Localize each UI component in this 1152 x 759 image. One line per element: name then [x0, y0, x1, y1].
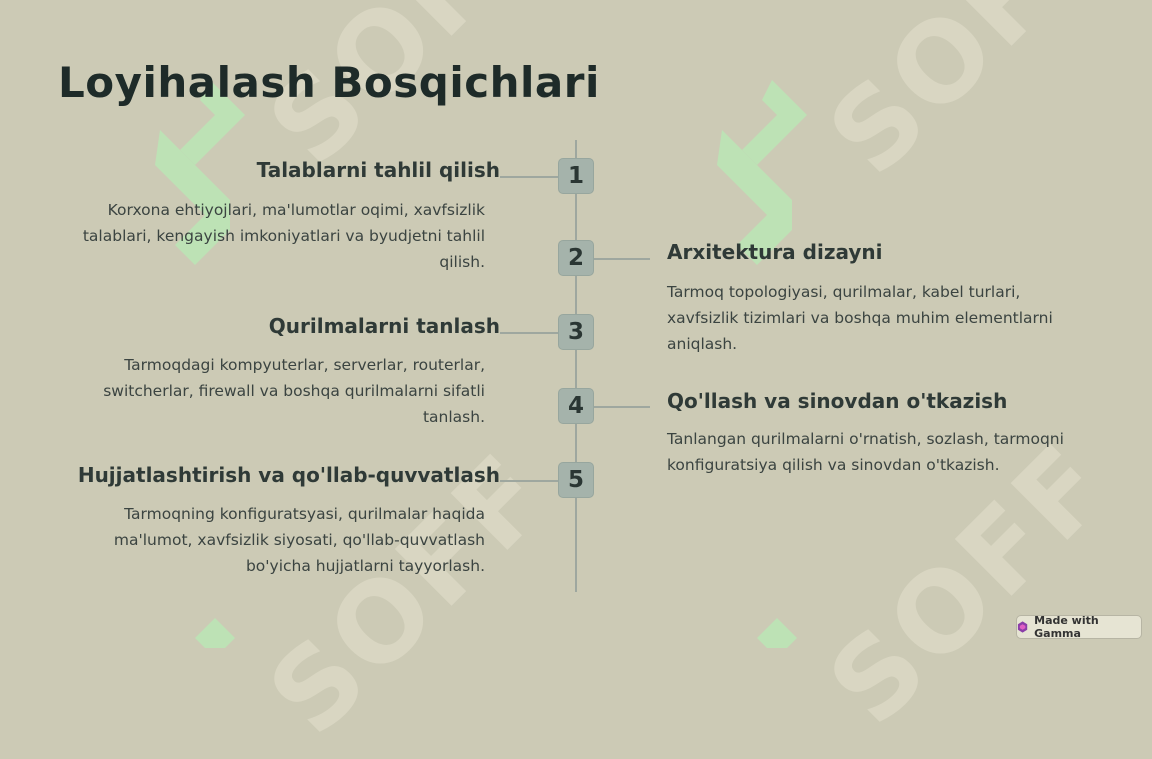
step-4-title: Qo'llash va sinovdan o'tkazish: [667, 389, 1008, 413]
step-2-number-badge: 2: [558, 240, 594, 276]
timeline-line: [575, 140, 577, 592]
made-with-gamma-button[interactable]: Made with Gamma: [1016, 614, 1142, 640]
page-title: Loyihalash Bosqichlari: [58, 58, 600, 107]
step-4-description: Tanlangan qurilmalarni o'rnatish, sozlas…: [667, 430, 1064, 474]
step-2-description: Tarmoq topologiyasi, qurilmalar, kabel t…: [667, 283, 1053, 353]
step-4-number-badge: 4: [558, 388, 594, 424]
step-1-title: Talablarni tahlil qilish: [256, 158, 500, 182]
step-2-title: Arxitektura dizayni: [667, 240, 883, 264]
step-5-title: Hujjatlashtirish va qo'llab-quvvatlash: [77, 463, 500, 487]
step-5-connector: [500, 480, 558, 482]
step-3-description: Tarmoqdagi kompyuterlar, serverlar, rout…: [103, 356, 485, 426]
green-s-logo-icon: [195, 618, 235, 648]
step-1-description: Korxona ehtiyojlari, ma'lumotlar oqimi, …: [82, 201, 485, 271]
step-5-number-badge: 5: [558, 462, 594, 498]
step-1-connector: [500, 176, 558, 178]
green-s-logo-icon: [757, 618, 797, 648]
step-5-description: Tarmoqning konfiguratsyasi, qurilmalar h…: [113, 505, 485, 575]
step-3-title: Qurilmalarni tanlash: [268, 314, 500, 338]
step-4-connector: [594, 406, 650, 408]
step-3-connector: [500, 332, 558, 334]
step-2-connector: [594, 258, 650, 260]
gamma-logo-icon: [1017, 621, 1028, 633]
step-1-number-badge: 1: [558, 158, 594, 194]
made-with-gamma-label: Made with Gamma: [1034, 614, 1099, 640]
step-3-number-badge: 3: [558, 314, 594, 350]
